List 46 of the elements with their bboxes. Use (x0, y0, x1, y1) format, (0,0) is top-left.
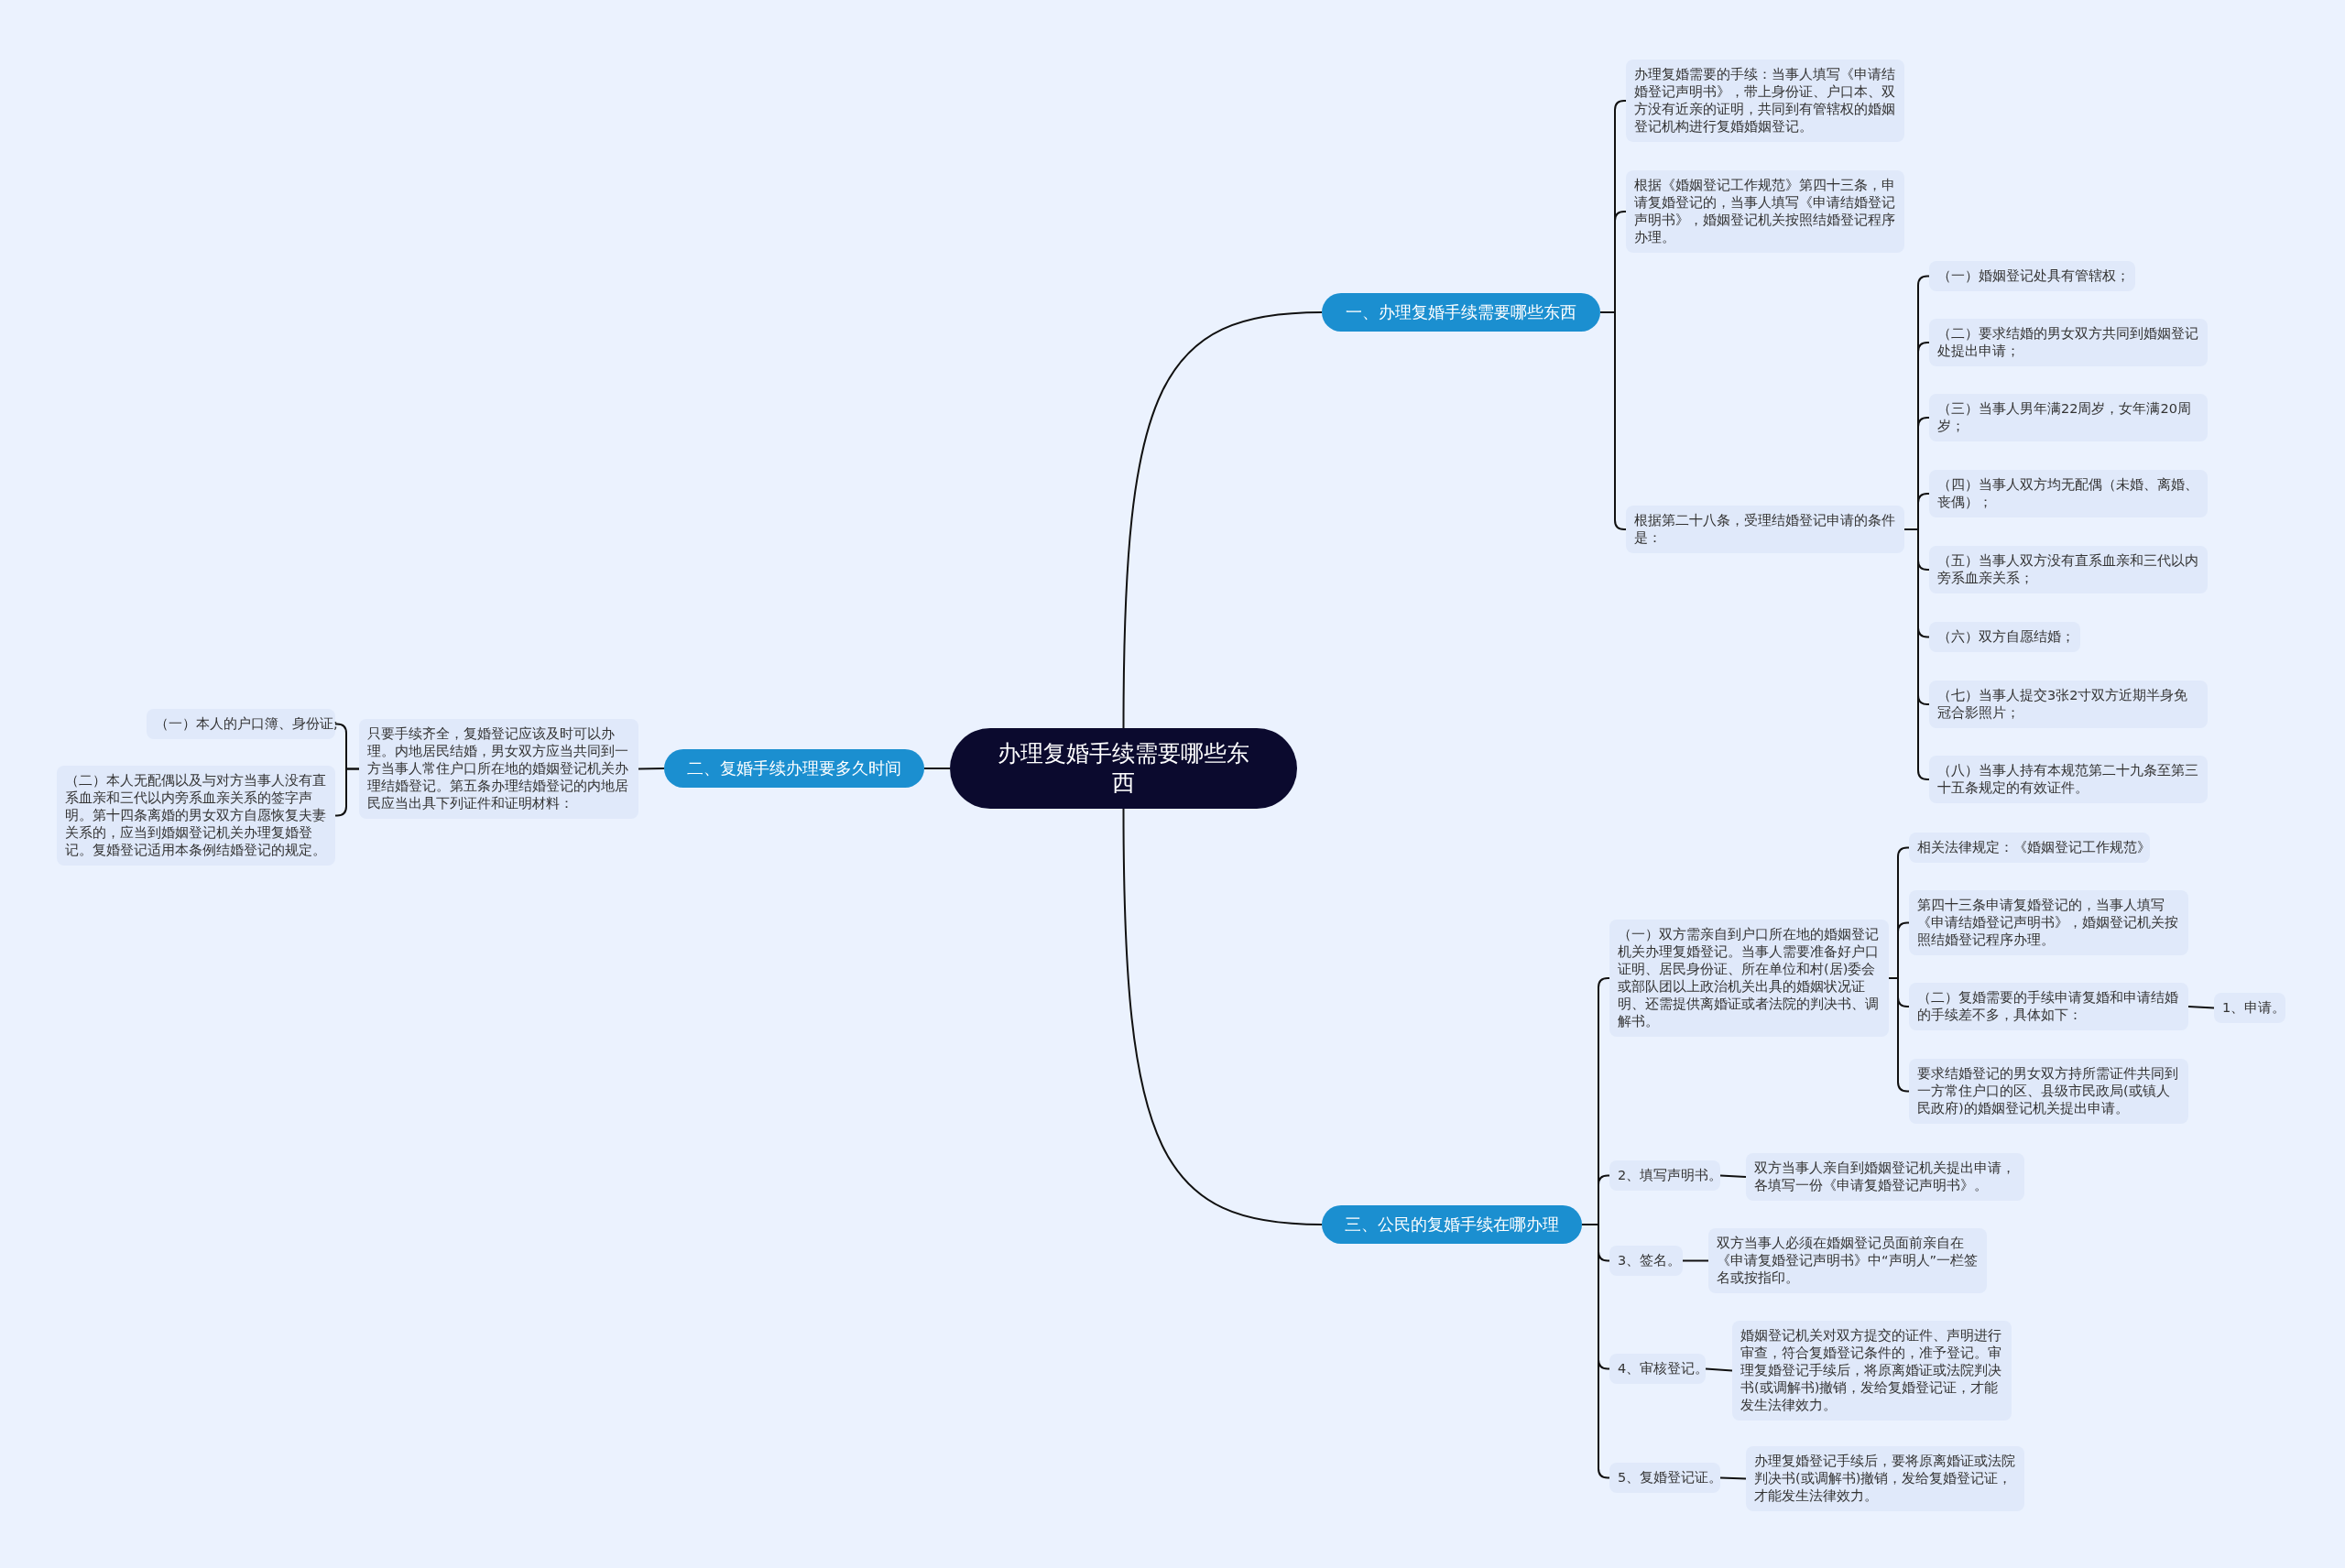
topic-box: （一）本人的户口簿、身份证; (147, 709, 335, 739)
central-topic: 办理复婚手续需要哪些东西 (950, 728, 1297, 809)
topic-box: （七）当事人提交3张2寸双方近期半身免冠合影照片； (1929, 681, 2208, 728)
branch-topic: 三、公民的复婚手续在哪办理 (1322, 1205, 1582, 1244)
connector-line (2187, 1006, 2215, 1009)
connector-line (1903, 528, 1930, 780)
topic-box: 相关法律规定：《婚姻登记工作规范》 (1909, 833, 2150, 863)
connector-line (638, 768, 665, 770)
topic-box: 5、复婚登记证。 (1609, 1463, 1720, 1493)
topic-box: 第四十三条申请复婚登记的，当事人填写《申请结婚登记声明书》，婚姻登记机关按照结婚登记程序办理。 (1909, 890, 2188, 955)
connector-line (1122, 808, 1323, 1225)
connector-line (1122, 311, 1323, 729)
topic-box: 只要手续齐全，复婚登记应该及时可以办理。内地居民结婚，男女双方应当共同到一方当事人常住户口所在地的婚姻登记机关办理结婚登记。第五条办理结婚登记的内地居民应当出具下列证件和证明材料： (359, 719, 638, 819)
topic-box: 办理复婚需要的手续：当事人填写《申请结婚登记声明书》，带上身份证、户口本、双方没有近亲的证明，共同到有管辖权的婚姻登记机构进行复婚婚姻登记。 (1626, 60, 1904, 142)
topic-box: 根据《婚姻登记工作规范》第四十三条，申请复婚登记的，当事人填写《申请结婚登记声明书》，婚姻登记机关按照结婚登记程序办理。 (1626, 170, 1904, 253)
branch-topic: 一、办理复婚手续需要哪些东西 (1322, 293, 1600, 332)
connector-line (1599, 311, 1627, 530)
topic-box: 2、填写声明书。 (1609, 1160, 1720, 1191)
topic-box: 双方当事人亲自到婚姻登记机关提出申请，各填写一份《申请复婚登记声明书》。 (1746, 1153, 2024, 1201)
connector-line (1888, 977, 1910, 1093)
connector-line (334, 768, 360, 817)
topic-box: 4、审核登记。 (1609, 1354, 1706, 1384)
topic-box: 1、申请。 (2214, 993, 2285, 1023)
topic-box: 要求结婚登记的男女双方持所需证件共同到一方常住户口的区、县级市民政局(或镇人民政府)的婚姻登记机关提出申请。 (1909, 1059, 2188, 1124)
connector-line (1719, 1476, 1747, 1480)
connector-line (923, 768, 951, 769)
topic-box: 3、签名。 (1609, 1246, 1683, 1276)
topic-box: （二）复婚需要的手续申请复婚和申请结婚的手续差不多，具体如下： (1909, 983, 2188, 1030)
topic-box: 双方当事人必须在婚姻登记员面前亲自在《申请复婚登记声明书》中“声明人”一栏签名或按指印。 (1708, 1228, 1987, 1293)
topic-box: 办理复婚登记手续后，要将原离婚证或法院判决书(或调解书)撤销，发给复婚登记证，才能发生法律效力。 (1746, 1446, 2024, 1511)
topic-box: 根据第二十八条，受理结婚登记申请的条件是： (1626, 506, 1904, 553)
connector-line (1581, 1224, 1610, 1479)
topic-box: （六）双方自愿结婚； (1929, 622, 2080, 652)
topic-box: （一）婚姻登记处具有管辖权； (1929, 261, 2135, 291)
connector-line (1705, 1367, 1733, 1372)
connector-line (1719, 1174, 1747, 1178)
topic-box: （五）当事人双方没有直系血亲和三代以内旁系血亲关系； (1929, 546, 2208, 593)
branch-topic: 二、复婚手续办理要多久时间 (664, 749, 924, 788)
topic-box: （二）要求结婚的男女双方共同到婚姻登记处提出申请； (1929, 319, 2208, 366)
topic-box: 婚姻登记机关对双方提交的证件、声明进行审查，符合复婚登记条件的，准予登记。审理复婚登记手续后，将原离婚证或法院判决书(或调解书)撤销，发给复婚登记证，才能发生法律效力。 (1732, 1321, 2012, 1421)
connector-line (1682, 1259, 1709, 1262)
topic-box: （三）当事人男年满22周岁，女年满20周岁； (1929, 394, 2208, 441)
topic-box: （一）双方需亲自到户口所在地的婚姻登记机关办理复婚登记。当事人需要准备好户口证明、居民身份证、所在单位和村(居)委会或部队团以上政治机关出具的婚姻状况证明、还需提供离婚证或者法院的判决书、调解书。 (1609, 920, 1889, 1037)
topic-box: （二）本人无配偶以及与对方当事人没有直系血亲和三代以内旁系血亲关系的签字声明。第十四条离婚的男女双方自愿恢复夫妻关系的，应当到婚姻登记机关办理复婚登记。复婚登记适用本条例结婚登记的规定。 (57, 766, 335, 866)
topic-box: （八）当事人持有本规范第二十九条至第三十五条规定的有效证件。 (1929, 756, 2208, 803)
topic-box: （四）当事人双方均无配偶（未婚、离婚、丧偶）； (1929, 470, 2208, 517)
